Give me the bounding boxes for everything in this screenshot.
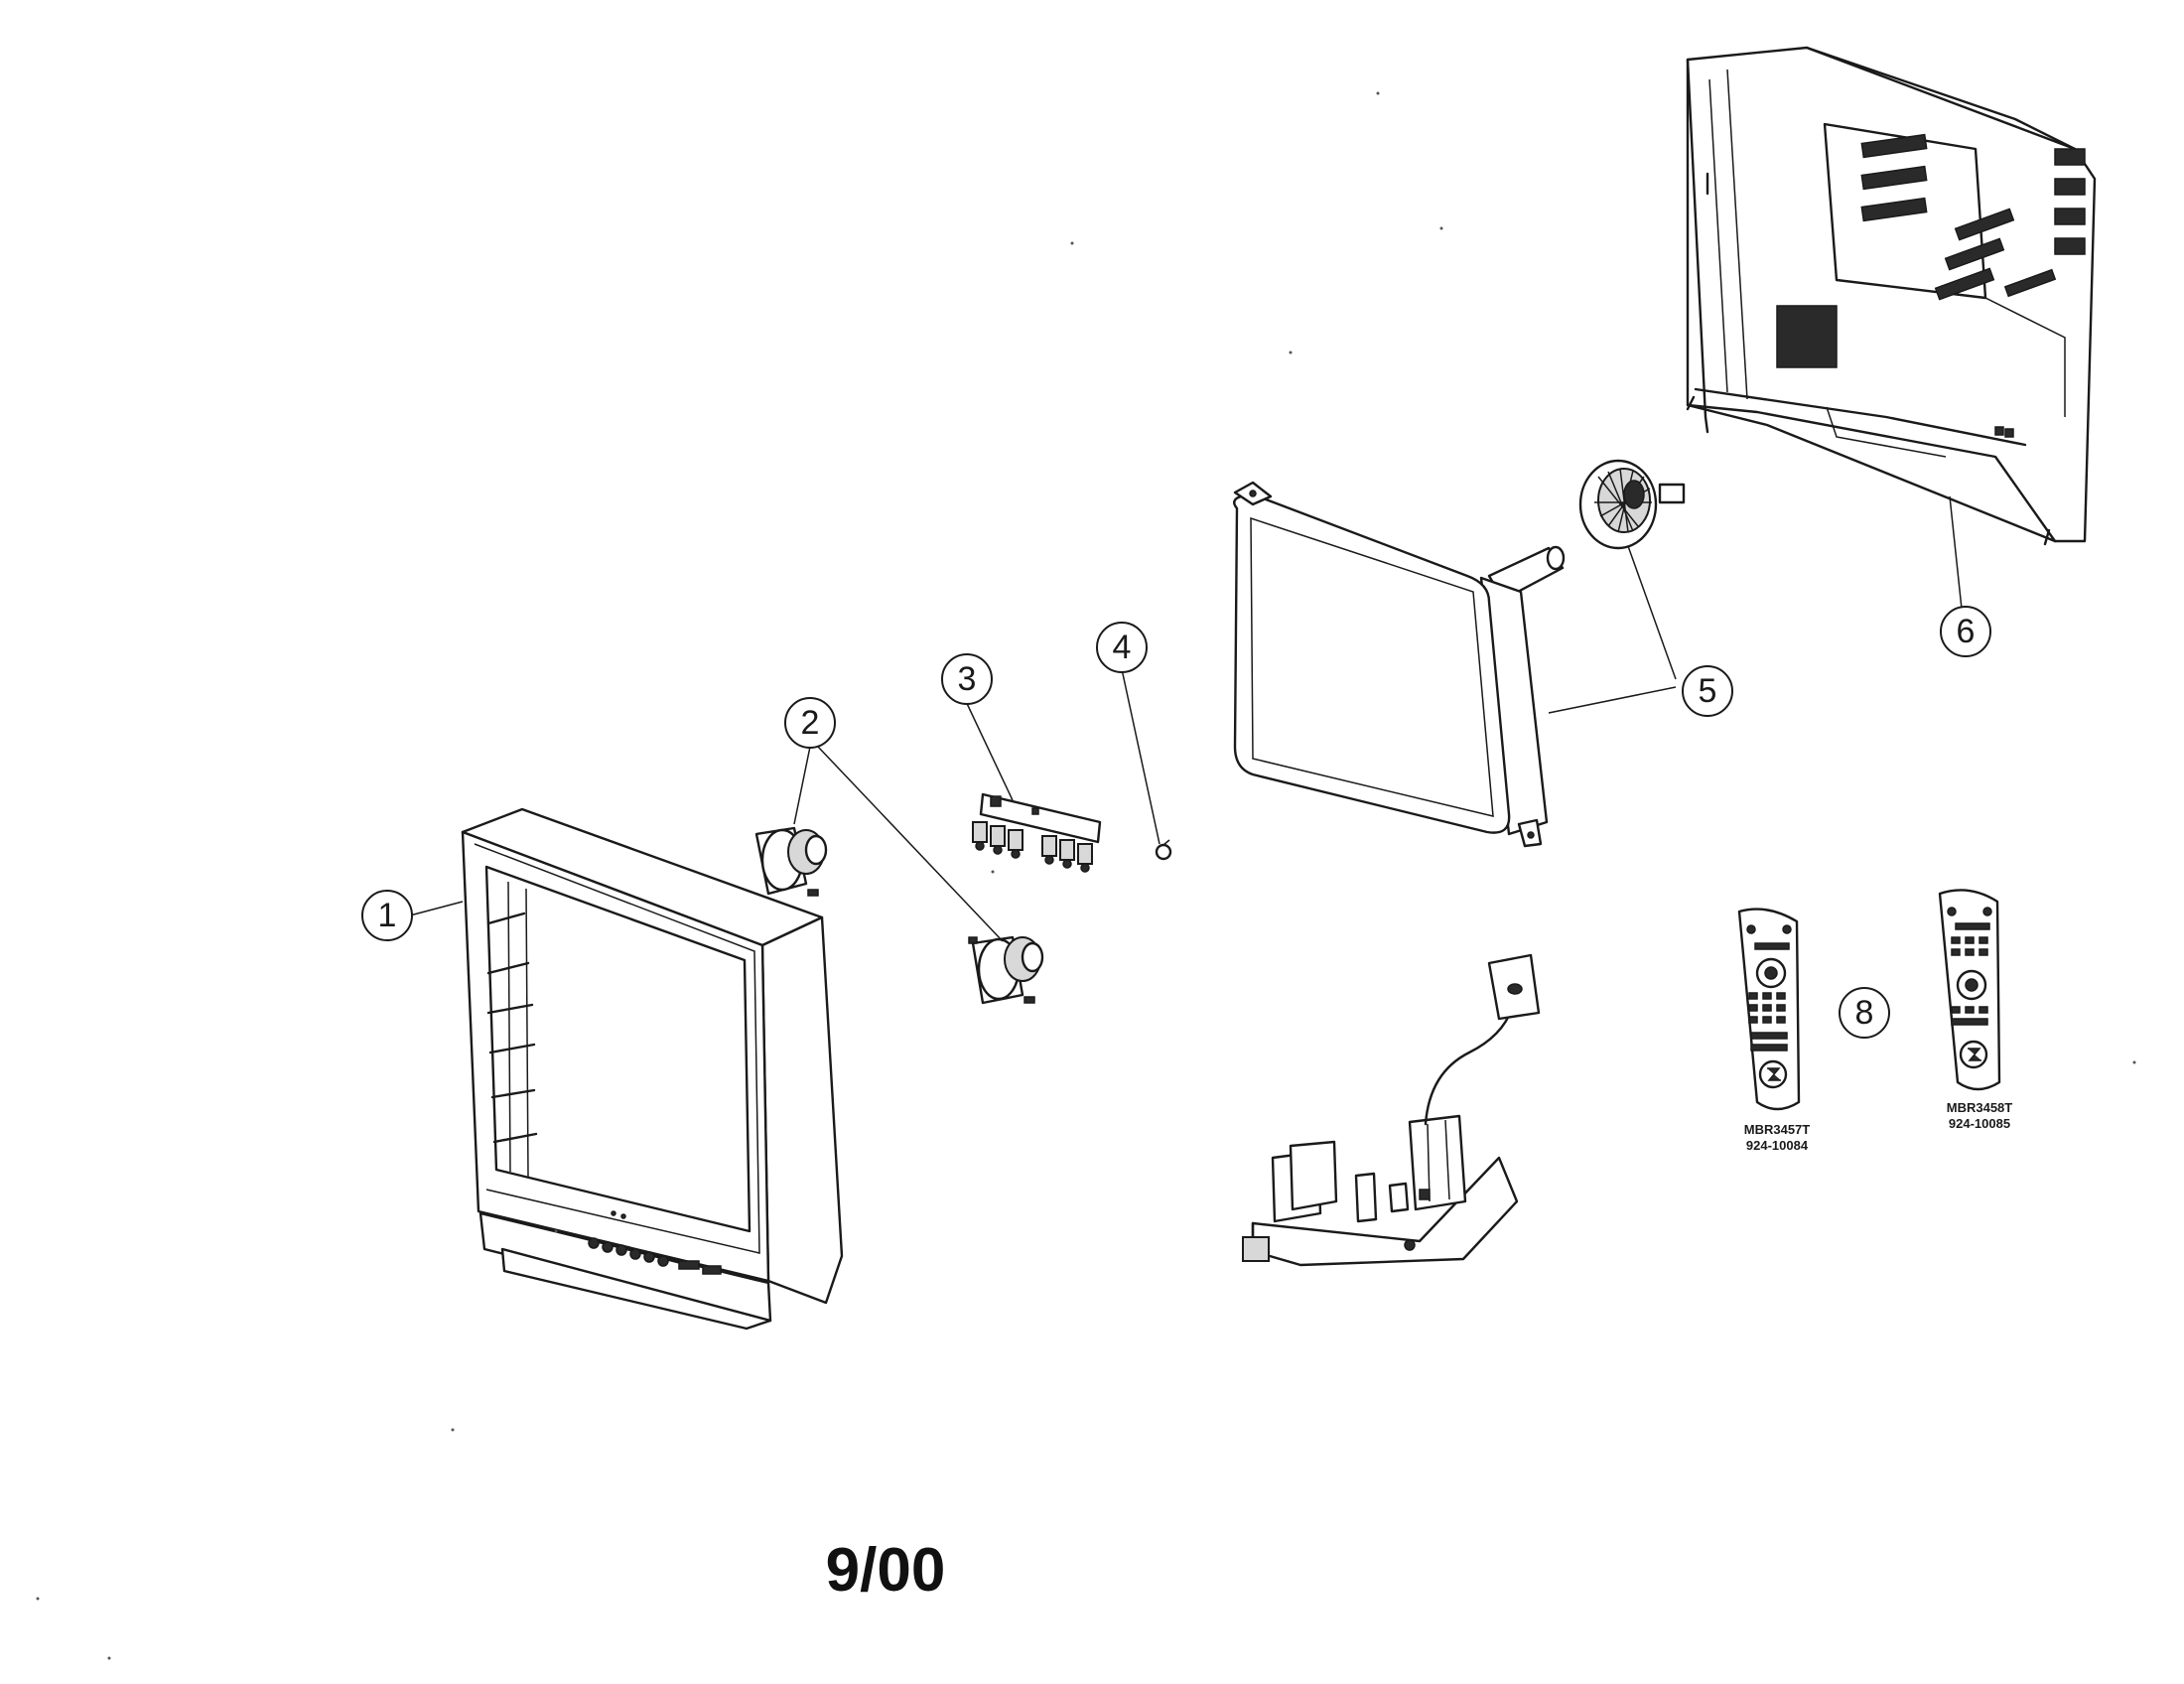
callout-1: 1 [361, 890, 413, 941]
small-knob [1155, 839, 1172, 861]
callout-4: 4 [1096, 622, 1148, 673]
vent-grille-right [1934, 208, 2057, 301]
speaker-lower [968, 935, 1044, 1005]
callout-1-label: 1 [378, 897, 397, 934]
callout-6-label: 6 [1957, 613, 1976, 650]
callout-5-label: 5 [1699, 672, 1717, 710]
vent-grille-left [1860, 133, 1928, 222]
date-code: 9/00 [826, 1536, 946, 1605]
vent-grille-side [2054, 148, 2086, 255]
callout-8-label: 8 [1855, 994, 1874, 1032]
main-chassis-board [1242, 953, 1541, 1267]
callout-6: 6 [1940, 606, 1991, 657]
remote-2-model: MBR3458T [1947, 1100, 2013, 1115]
callout-8: 8 [1839, 987, 1890, 1039]
callout-3-label: 3 [958, 660, 977, 698]
remote-1-model: MBR3457T [1744, 1122, 1811, 1137]
callout-2: 2 [784, 697, 836, 749]
remote-control-1: MBR3457T 924-10084 [1737, 908, 1811, 1153]
back-cabinet [1686, 46, 2097, 546]
remote-control-2: MBR3458T 924-10085 [1938, 889, 2013, 1131]
deflection-yoke [1578, 459, 1686, 550]
remote-2-part-number: 924-10085 [1949, 1116, 2010, 1131]
callout-5: 5 [1682, 665, 1733, 717]
scan-specks [36, 91, 2136, 1660]
picture-tube [1233, 481, 1566, 848]
callout-2-label: 2 [801, 704, 820, 742]
control-board [972, 792, 1102, 873]
callout-4-label: 4 [1113, 629, 1132, 666]
leader-lines [409, 495, 1965, 942]
callout-3: 3 [941, 653, 993, 705]
speaker-upper [754, 826, 828, 897]
remote-1-part-number: 924-10084 [1746, 1138, 1809, 1153]
front-cabinet [461, 807, 844, 1331]
